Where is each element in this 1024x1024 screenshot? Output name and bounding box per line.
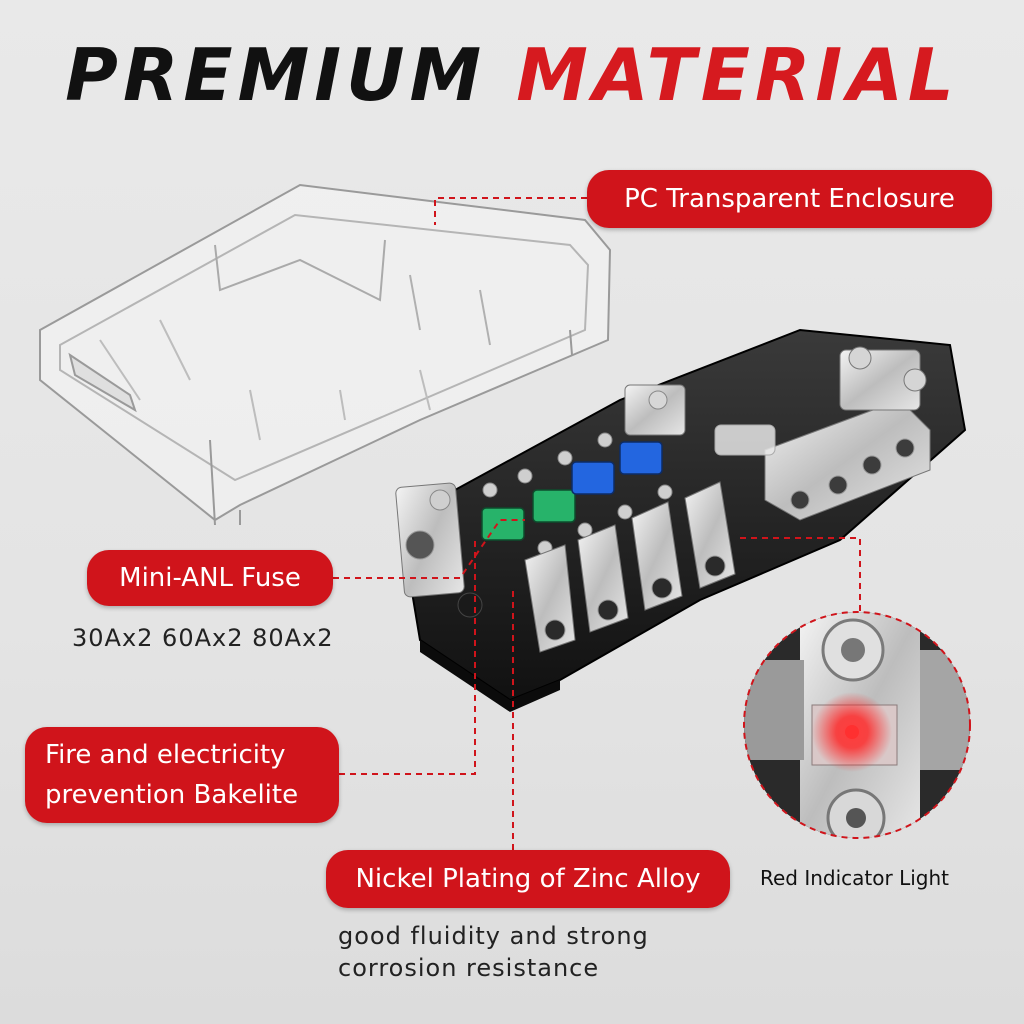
title-word-premium: PREMIUM xyxy=(65,33,487,117)
inset-caption: Red Indicator Light xyxy=(760,866,950,890)
title-word-material: MATERIAL xyxy=(516,33,959,117)
callout-bakelite: Fire and electricity prevention Bakelite xyxy=(25,727,339,823)
zinc-description-line2: corrosion resistance xyxy=(338,954,600,982)
callout-zinc-label: Nickel Plating of Zinc Alloy xyxy=(355,864,701,894)
callout-enclosure: PC Transparent Enclosure xyxy=(587,170,992,228)
leader-lines xyxy=(333,197,861,850)
callout-bakelite-line2: prevention Bakelite xyxy=(45,780,299,810)
zinc-description-line1: good fluidity and strong xyxy=(338,922,649,950)
zinc-description: good fluidity and strong corrosion resis… xyxy=(338,920,738,984)
callout-fuse: Mini-ANL Fuse xyxy=(87,550,333,606)
callout-enclosure-label: PC Transparent Enclosure xyxy=(624,184,955,214)
transparent-enclosure xyxy=(39,183,612,526)
fuse-block xyxy=(395,328,967,712)
callout-bakelite-line1: Fire and electricity xyxy=(45,740,286,770)
indicator-inset xyxy=(743,611,971,839)
fuse-ratings: 30Ax2 60Ax2 80Ax2 xyxy=(72,624,334,652)
callout-zinc: Nickel Plating of Zinc Alloy xyxy=(326,850,730,908)
callout-fuse-label: Mini-ANL Fuse xyxy=(119,563,301,593)
page-title: PREMIUM MATERIAL xyxy=(0,30,1024,120)
